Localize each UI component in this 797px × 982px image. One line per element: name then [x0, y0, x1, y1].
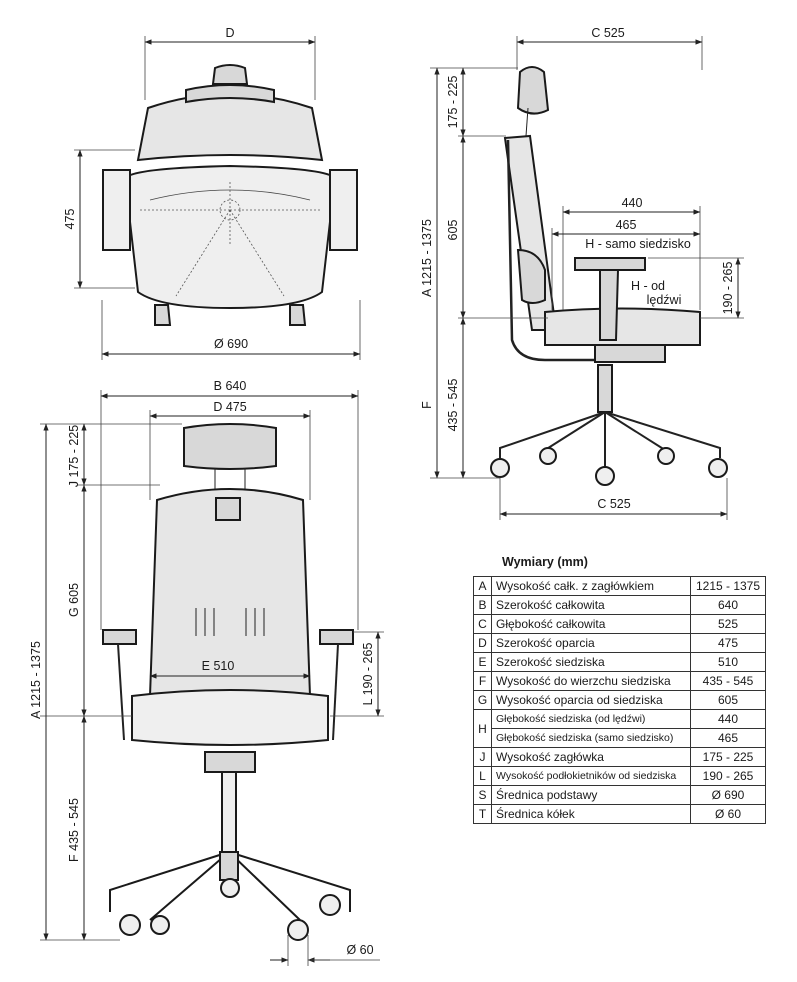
front-view-chair: [102, 423, 354, 941]
table-label: Wysokość oparcia od siedziska: [491, 690, 691, 710]
table-value: 605: [690, 690, 766, 710]
table-label: Szerokość siedziska: [491, 652, 691, 672]
top-view-dimensions: D 475 Ø 690: [63, 26, 361, 360]
table-value: 175 - 225: [690, 747, 766, 767]
dim-front-back-width: D 475: [213, 400, 246, 414]
table-key: E: [473, 652, 492, 672]
table-key: G: [473, 690, 492, 710]
table-value: Ø 690: [690, 785, 766, 805]
table-value: 525: [690, 614, 766, 634]
dim-side-seat-height: 435 - 545: [446, 379, 460, 432]
side-view-dimensions: C 525 175 - 225 A 1215 - 1375 605 440 46…: [420, 26, 744, 520]
table-label: Wysokość całk. z zagłówkiem: [491, 576, 691, 596]
dim-front-headrest: J 175 - 225: [67, 425, 81, 488]
table-key: A: [473, 576, 492, 596]
table-value: 440: [690, 709, 766, 729]
dim-side-backrest: 605: [446, 220, 460, 241]
dim-side-seat-height-letter: F: [420, 401, 434, 409]
label-lumbar-2: lędźwi: [647, 293, 682, 307]
table-label: Wysokość podłokietników od siedziska: [491, 766, 691, 786]
table-row: Głębokość siedziska (samo siedzisko)465: [474, 728, 766, 748]
top-view-chair: [102, 64, 358, 326]
table-label: Wysokość do wierzchu siedziska: [491, 671, 691, 691]
dim-top-width: D: [225, 26, 234, 40]
table-label: Średnica kółek: [491, 804, 691, 824]
table-key: F: [473, 671, 492, 691]
table-key: H: [473, 709, 492, 748]
front-view-dimensions: B 640 D 475 J 175 - 225 G 605 A 1215 - 1…: [29, 379, 384, 966]
table-value: 435 - 545: [690, 671, 766, 691]
dim-side-headrest: 175 - 225: [446, 76, 460, 129]
dim-front-seat-width: E 510: [202, 659, 235, 673]
dim-castor-diameter: Ø 60: [346, 943, 373, 957]
table-key: J: [473, 747, 492, 767]
dim-depth-440: 440: [622, 196, 643, 210]
table-key: B: [473, 595, 492, 615]
table-label: Szerokość całkowita: [491, 595, 691, 615]
dim-base-diameter: Ø 690: [214, 337, 248, 351]
table-value: Ø 60: [690, 804, 766, 824]
dim-front-backrest: G 605: [67, 583, 81, 617]
table-key: C: [473, 614, 492, 634]
dim-front-total-height: A 1215 - 1375: [29, 641, 43, 719]
table-value: 465: [690, 728, 766, 748]
table-title: Wymiary (mm): [502, 555, 588, 569]
dim-side-depth-bottom: C 525: [597, 497, 630, 511]
table-key: T: [473, 804, 492, 824]
label-lumbar-1: H - od: [631, 279, 665, 293]
table-label: Szerokość oparcia: [491, 633, 691, 653]
dim-side-depth-top: C 525: [591, 26, 624, 40]
table-key: S: [473, 785, 492, 805]
table-key: D: [473, 633, 492, 653]
dim-front-seat-height: F 435 - 545: [67, 798, 81, 862]
dim-top-depth: 475: [63, 209, 77, 230]
table-label: Głębokość siedziska (samo siedzisko): [491, 728, 691, 748]
table-value: 640: [690, 595, 766, 615]
dim-front-armrest: L 190 - 265: [361, 643, 375, 706]
dim-side-total-height: A 1215 - 1375: [420, 219, 434, 297]
dim-side-armrest: 190 - 265: [721, 262, 735, 315]
table-label: Wysokość zagłówka: [491, 747, 691, 767]
table-value: 1215 - 1375: [690, 576, 766, 596]
label-seat-only: H - samo siedzisko: [585, 237, 691, 251]
table-label: Głębokość siedziska (od lędźwi): [491, 709, 691, 729]
side-view-chair: [490, 66, 728, 486]
table-value: 510: [690, 652, 766, 672]
table-label: Głębokość całkowita: [491, 614, 691, 634]
dim-front-total-width: B 640: [214, 379, 247, 393]
table-value: 190 - 265: [690, 766, 766, 786]
table-value: 475: [690, 633, 766, 653]
table-key: L: [473, 766, 492, 786]
dim-depth-465: 465: [616, 218, 637, 232]
table-label: Średnica podstawy: [491, 785, 691, 805]
